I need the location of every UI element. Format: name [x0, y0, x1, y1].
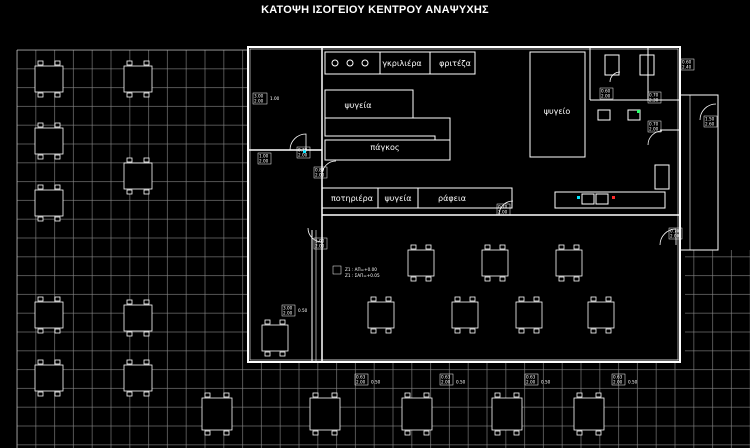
- dim-label: 0.63: [526, 375, 536, 380]
- table-with-chairs: [123, 299, 153, 337]
- table-with-chairs: [401, 392, 433, 436]
- dim-label: 2.00: [356, 380, 366, 385]
- tables: [34, 60, 615, 436]
- doors: [289, 71, 717, 246]
- table-with-chairs: [123, 60, 153, 98]
- table-with-chairs: [587, 296, 615, 334]
- dim-label: 2.00: [315, 244, 325, 249]
- dim-label: 2.00: [498, 210, 508, 215]
- table-with-chairs: [201, 392, 233, 436]
- dim-label: 1.00: [315, 239, 325, 244]
- table-with-chairs: [34, 60, 64, 98]
- dim-label: 1.00: [259, 154, 269, 159]
- dim-label: 3.00: [254, 94, 264, 99]
- dim-label: 2.40: [682, 65, 692, 70]
- dim-label: 0.63: [613, 375, 623, 380]
- sink-icon: [597, 109, 611, 121]
- dim-label: 0.50: [456, 380, 466, 385]
- counter-lower: [324, 139, 451, 161]
- fryer-label: φριτέζα: [439, 58, 471, 68]
- kitchen: [321, 51, 670, 209]
- level-label: Z1 : ΑΠ=+0.00: [345, 267, 377, 272]
- burner-icon: [361, 59, 369, 67]
- accents: [303, 110, 640, 199]
- table-with-chairs: [34, 296, 64, 334]
- dim-label: 0.80: [315, 168, 325, 173]
- sink-counter: [554, 191, 666, 209]
- table-with-chairs: [123, 359, 153, 397]
- dim-label: 0.60: [601, 89, 611, 94]
- table-with-chairs: [515, 296, 543, 334]
- dim-label: 2.00: [441, 380, 451, 385]
- table-with-chairs: [555, 244, 583, 282]
- table-with-chairs: [451, 296, 479, 334]
- table-with-chairs: [261, 319, 289, 357]
- dimension-tags: 3.00 2.00 1.00 1.00 2.00 0.70 2.00 0.80 …: [252, 58, 718, 386]
- table-with-chairs: [367, 296, 395, 334]
- table-with-chairs: [123, 157, 153, 195]
- dim-label: 0.50: [371, 380, 381, 385]
- kitchen-fridge-label: ψυγεία: [345, 101, 372, 110]
- grill-label: γκριλιέρα: [382, 58, 421, 68]
- counter-shape: [324, 117, 451, 141]
- building-walls: [247, 46, 719, 363]
- table-with-chairs: [34, 359, 64, 397]
- table-with-chairs: [34, 184, 64, 222]
- sink-icon: [627, 109, 641, 121]
- sink-icon: [595, 193, 609, 205]
- dim-label: 2.00: [526, 380, 536, 385]
- dim-label: 0.50: [541, 380, 551, 385]
- cooking-line: [324, 51, 476, 75]
- dim-label: 0.70: [649, 122, 659, 127]
- dim-label: 2.00: [613, 380, 623, 385]
- room-labels: γκριλιέρα φριτέζα ψυγεία ψυγείο πάγκος π…: [331, 58, 570, 203]
- dim-label: 2.00: [283, 311, 293, 316]
- dim-label: 2.00: [254, 99, 264, 104]
- dim-label: 2.00: [601, 94, 611, 99]
- dim-label: 0.70: [298, 148, 308, 153]
- dim-label: 3.00: [283, 306, 293, 311]
- dim-label: 2.00: [649, 127, 659, 132]
- dim-label: 0.63: [441, 375, 451, 380]
- page-title: ΚΑΤΟΨΗ ΙΣΟΓΕΙΟΥ ΚΕΝΤΡΟΥ ΑΝΑΨΥΧΗΣ: [261, 4, 489, 16]
- counter-label: πάγκος: [370, 143, 399, 152]
- toilet-icon: [639, 54, 655, 76]
- dim-label: 0.70: [498, 205, 508, 210]
- fridge-large: [529, 51, 586, 158]
- dim-label: 0.50: [628, 380, 638, 385]
- bar-counter: [321, 187, 513, 209]
- dim-label: 0.70: [670, 229, 680, 234]
- dim-label: 0.60: [682, 60, 692, 65]
- dim-label: 0.50: [298, 308, 308, 313]
- table-with-chairs: [573, 392, 605, 436]
- glass-rack-label: ποτηριέρα: [331, 193, 373, 203]
- bar-fridges-label: ψυγεία: [385, 194, 412, 203]
- large-fridge-label: ψυγείο: [544, 107, 571, 116]
- level-label: Z1 : ΣΑΠ=+0.05: [345, 273, 380, 278]
- dim-label: 2.60: [705, 122, 715, 127]
- coffee-label: ράφεια: [438, 194, 466, 203]
- dim-label: 2.00: [298, 153, 308, 158]
- table-with-chairs: [309, 392, 341, 436]
- dim-label: 2.30: [649, 98, 659, 103]
- dim-label: 2.00: [259, 159, 269, 164]
- toilet-icon: [604, 54, 620, 76]
- dim-label: 2.00: [315, 173, 325, 178]
- table-with-chairs: [407, 244, 435, 282]
- burner-icon: [331, 59, 339, 67]
- dim-label: 2.00: [670, 234, 680, 239]
- table-with-chairs: [491, 392, 523, 436]
- table-with-chairs: [34, 122, 64, 160]
- table-with-chairs: [481, 244, 509, 282]
- sink-icon: [654, 164, 670, 190]
- dim-label: 1.00: [270, 96, 280, 101]
- dim-label: 0.63: [356, 375, 366, 380]
- dim-label: 0.70: [649, 93, 659, 98]
- burner-icon: [346, 59, 354, 67]
- sink-icon: [581, 193, 595, 205]
- dim-label: 1.50: [705, 117, 715, 122]
